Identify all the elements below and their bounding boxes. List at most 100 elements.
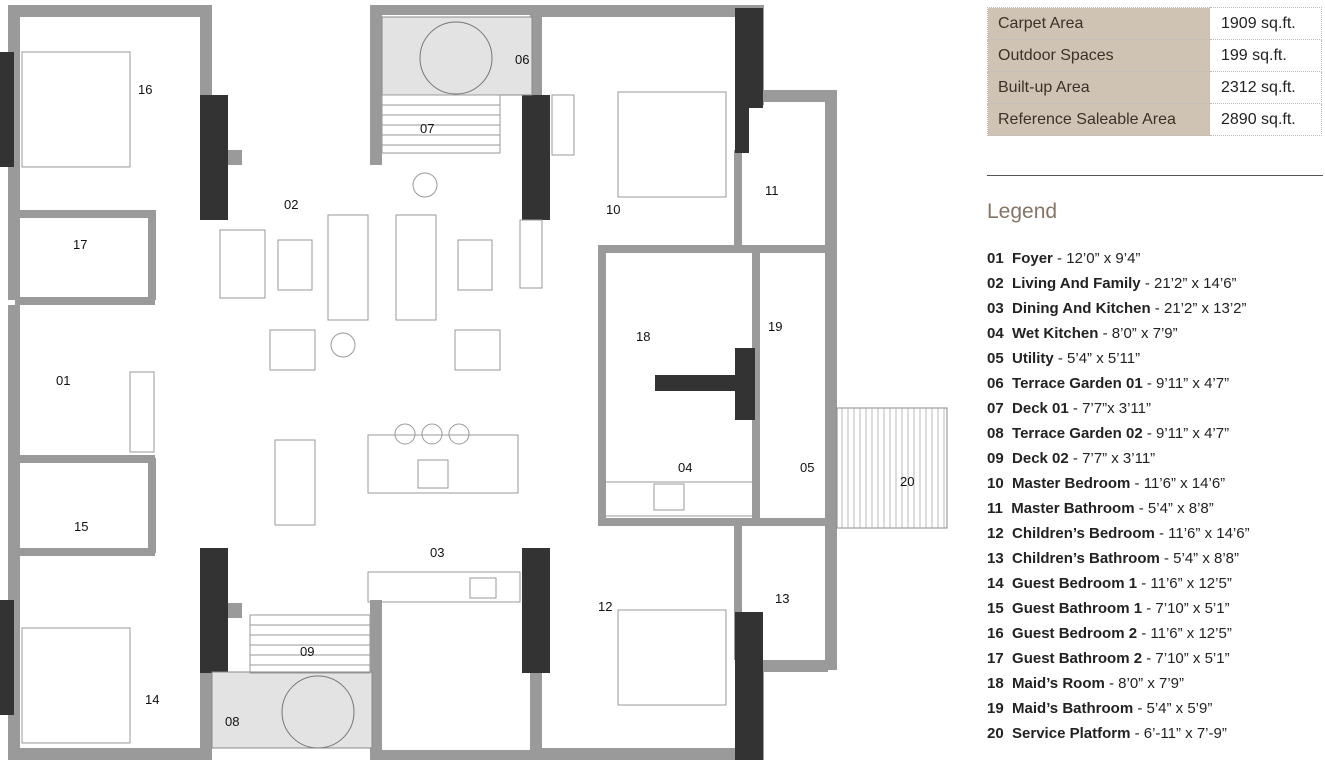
divider bbox=[987, 175, 1323, 176]
room-label: 08 bbox=[225, 714, 239, 729]
legend-item: 02 Living And Family - 21’2” x 14’6” bbox=[987, 275, 1250, 300]
legend-dimensions: - 12’0” x 9’4” bbox=[1052, 250, 1141, 267]
legend-room-name: Guest Bedroom 2 bbox=[1012, 625, 1138, 642]
area-value: 2890 sq.ft. bbox=[1209, 103, 1322, 136]
legend-dimensions: - 11’6” x 12’5” bbox=[1137, 625, 1232, 642]
legend-dimensions: - 5’4” x 8’8” bbox=[1159, 550, 1240, 567]
legend-dimensions: - 21’2” x 13’2” bbox=[1150, 300, 1247, 317]
legend-item: 10 Master Bedroom - 11’6” x 14’6” bbox=[987, 475, 1250, 500]
legend-number: 19 bbox=[987, 700, 1004, 717]
legend-dimensions: - 9’11” x 4’7” bbox=[1142, 375, 1230, 392]
service-platform bbox=[836, 407, 948, 529]
furniture bbox=[21, 51, 754, 744]
legend-list: 01 Foyer - 12’0” x 9’4” 02 Living And Fa… bbox=[987, 250, 1250, 750]
legend-dimensions: - 11’6” x 14’6” bbox=[1154, 525, 1250, 542]
legend-item: 16 Guest Bedroom 2 - 11’6” x 12’5” bbox=[987, 625, 1250, 650]
legend-item: 14 Guest Bedroom 1 - 11’6” x 12’5” bbox=[987, 575, 1250, 600]
legend-item: 17 Guest Bathroom 2 - 7’10” x 5’1” bbox=[987, 650, 1250, 675]
legend-dimensions: - 6’-11” x 7’-9” bbox=[1130, 725, 1227, 742]
legend-dimensions: - 11’6” x 12’5” bbox=[1137, 575, 1232, 592]
area-value: 1909 sq.ft. bbox=[1209, 7, 1322, 40]
legend-dimensions: - 9’11” x 4’7” bbox=[1142, 425, 1230, 442]
area-label: Built-up Area bbox=[987, 71, 1210, 104]
legend-dimensions: - 8’0” x 7’9” bbox=[1098, 325, 1178, 342]
legend-number: 01 bbox=[987, 250, 1004, 267]
area-value: 199 sq.ft. bbox=[1209, 39, 1322, 72]
legend-room-name: Master Bedroom bbox=[1012, 475, 1131, 492]
room-label: 07 bbox=[420, 121, 434, 136]
legend-number: 20 bbox=[987, 725, 1004, 742]
legend-item: 11 Master Bathroom - 5’4” x 8’8” bbox=[987, 500, 1250, 525]
legend-room-name: Deck 02 bbox=[1012, 450, 1069, 467]
room-label: 04 bbox=[678, 460, 692, 475]
room-label: 10 bbox=[606, 202, 620, 217]
legend-item: 03 Dining And Kitchen - 21’2” x 13’2” bbox=[987, 300, 1250, 325]
floor-plan: 01 02 03 04 05 06 07 08 09 10 11 12 13 1… bbox=[0, 5, 948, 760]
room-label: 01 bbox=[56, 373, 70, 388]
area-label: Carpet Area bbox=[987, 7, 1210, 40]
legend-item: 04 Wet Kitchen - 8’0” x 7’9” bbox=[987, 325, 1250, 350]
legend-number: 02 bbox=[987, 275, 1004, 292]
legend-number: 10 bbox=[987, 475, 1004, 492]
legend-room-name: Foyer bbox=[1012, 250, 1053, 267]
legend-item: 07 Deck 01 - 7’7”x 3’11” bbox=[987, 400, 1250, 425]
legend-dimensions: - 5’4” x 8’8” bbox=[1134, 500, 1214, 517]
legend-item: 18 Maid’s Room - 8’0” x 7’9” bbox=[987, 675, 1250, 700]
legend-room-name: Dining And Kitchen bbox=[1012, 300, 1151, 317]
legend-number: 12 bbox=[987, 525, 1004, 542]
legend-dimensions: - 5’4” x 5’11” bbox=[1053, 350, 1141, 367]
legend-item: 09 Deck 02 - 7’7” x 3’11” bbox=[987, 450, 1250, 475]
room-label: 20 bbox=[900, 474, 914, 489]
area-row: Built-up Area 2312 sq.ft. bbox=[987, 71, 1322, 104]
legend-room-name: Children’s Bedroom bbox=[1012, 525, 1155, 542]
room-label: 13 bbox=[775, 591, 789, 606]
legend-number: 11 bbox=[987, 500, 1003, 517]
legend-number: 15 bbox=[987, 600, 1004, 617]
legend-number: 18 bbox=[987, 675, 1004, 692]
legend-dimensions: - 7’7”x 3’11” bbox=[1068, 400, 1152, 417]
room-label: 05 bbox=[800, 460, 814, 475]
area-value: 2312 sq.ft. bbox=[1209, 71, 1322, 104]
legend-room-name: Maid’s Room bbox=[1012, 675, 1105, 692]
legend-item: 01 Foyer - 12’0” x 9’4” bbox=[987, 250, 1250, 275]
legend-room-name: Children’s Bathroom bbox=[1012, 550, 1160, 567]
area-row: Outdoor Spaces 199 sq.ft. bbox=[987, 39, 1322, 72]
room-label: 09 bbox=[300, 644, 314, 659]
legend-item: 05 Utility - 5’4” x 5’11” bbox=[987, 350, 1250, 375]
room-label: 16 bbox=[138, 82, 152, 97]
legend-number: 14 bbox=[987, 575, 1004, 592]
legend-dimensions: - 7’10” x 5’1” bbox=[1142, 650, 1230, 667]
legend-number: 17 bbox=[987, 650, 1004, 667]
legend-item: 15 Guest Bathroom 1 - 7’10” x 5’1” bbox=[987, 600, 1250, 625]
legend-room-name: Wet Kitchen bbox=[1012, 325, 1099, 342]
legend-dimensions: - 11’6” x 14’6” bbox=[1130, 475, 1226, 492]
legend-room-name: Living And Family bbox=[1012, 275, 1141, 292]
legend-item: 08 Terrace Garden 02 - 9’11” x 4’7” bbox=[987, 425, 1250, 450]
legend-item: 13 Children’s Bathroom - 5’4” x 8’8” bbox=[987, 550, 1250, 575]
area-summary-table: Carpet Area 1909 sq.ft. Outdoor Spaces 1… bbox=[987, 7, 1322, 136]
legend-room-name: Guest Bedroom 1 bbox=[1012, 575, 1138, 592]
legend-number: 07 bbox=[987, 400, 1004, 417]
legend-room-name: Maid’s Bathroom bbox=[1012, 700, 1134, 717]
legend-dimensions: - 8’0” x 7’9” bbox=[1104, 675, 1185, 692]
legend-dimensions: - 5’4” x 5’9” bbox=[1133, 700, 1213, 717]
legend-dimensions: - 7’10” x 5’1” bbox=[1142, 600, 1230, 617]
legend-item: 19 Maid’s Bathroom - 5’4” x 5’9” bbox=[987, 700, 1250, 725]
legend-room-name: Terrace Garden 01 bbox=[1012, 375, 1143, 392]
legend-room-name: Guest Bathroom 1 bbox=[1012, 600, 1143, 617]
room-labels: 01 02 03 04 05 06 07 08 09 10 11 12 13 1… bbox=[56, 52, 914, 729]
legend-room-name: Deck 01 bbox=[1012, 400, 1069, 417]
legend-dimensions: - 7’7” x 3’11” bbox=[1068, 450, 1156, 467]
room-label: 19 bbox=[768, 319, 782, 334]
terrace-gardens bbox=[211, 16, 533, 749]
legend-title: Legend bbox=[987, 200, 1058, 223]
legend-number: 04 bbox=[987, 325, 1004, 342]
room-label: 17 bbox=[73, 237, 87, 252]
room-label: 02 bbox=[284, 197, 298, 212]
legend-number: 03 bbox=[987, 300, 1004, 317]
area-row: Carpet Area 1909 sq.ft. bbox=[987, 7, 1322, 40]
legend-room-name: Terrace Garden 02 bbox=[1012, 425, 1143, 442]
decks bbox=[249, 94, 501, 674]
legend-number: 06 bbox=[987, 375, 1004, 392]
room-label: 11 bbox=[765, 183, 779, 198]
